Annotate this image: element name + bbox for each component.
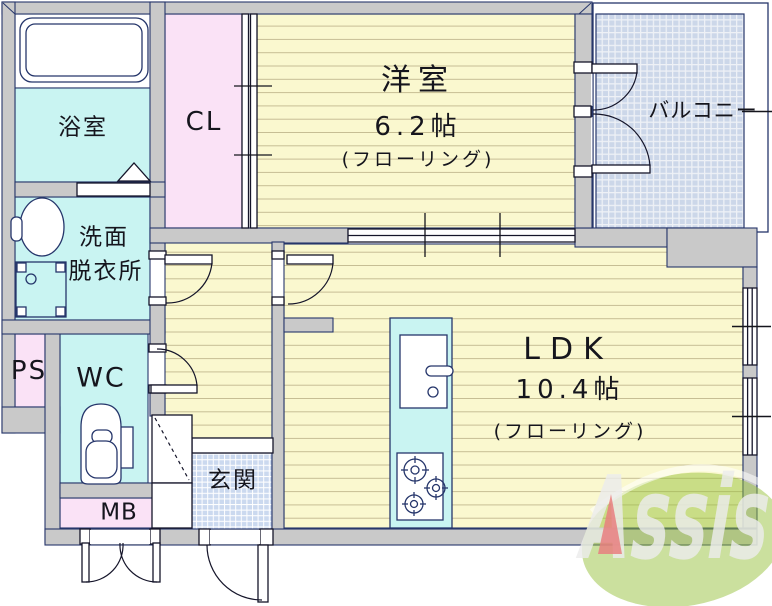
balcony-door-leaf <box>591 63 638 74</box>
faucet-icon <box>425 365 454 377</box>
hallway-floor <box>164 241 273 439</box>
label-balcony: バルコニー <box>648 98 758 123</box>
door-hinge <box>148 250 167 260</box>
toilet-icon <box>80 403 134 485</box>
entrance-door-leaf <box>257 544 269 603</box>
label-western-name: 洋室 <box>381 63 455 98</box>
ldk-door-arc <box>287 262 334 305</box>
bathtub-icon <box>19 17 149 83</box>
door-hinge <box>148 296 167 306</box>
entrance-tile-floor <box>191 452 273 531</box>
mb-door-arc <box>85 542 124 583</box>
mb-door-arc <box>119 542 158 583</box>
balcony-door-arc <box>592 71 638 111</box>
label-bathroom: 浴室 <box>58 114 108 141</box>
door-hinge <box>79 528 91 545</box>
door-hinge <box>149 528 161 545</box>
fixtures <box>10 17 454 529</box>
corner-miter <box>2 2 16 15</box>
closet-sliding-panel <box>249 13 258 229</box>
entrance-step <box>191 437 274 454</box>
watermark-leaf-vein <box>589 464 772 515</box>
ldk-door-leaf <box>286 254 334 265</box>
bathroom-floor <box>14 87 153 183</box>
watermark-logo: Assist <box>574 452 772 606</box>
door-hinge <box>198 528 211 546</box>
bathroom-door <box>76 182 151 197</box>
label-western-floor: (フローリング) <box>341 148 495 171</box>
washbasin-icon <box>10 197 65 257</box>
kitchen-counter <box>389 317 454 529</box>
washroom-door-leaf <box>164 254 213 265</box>
mb-door-opening <box>90 530 150 544</box>
washroom-door-arc <box>165 262 213 304</box>
entrance-door-opening <box>210 530 260 544</box>
label-entrance: 玄関 <box>208 467 258 494</box>
door-hinge <box>259 528 274 546</box>
wc-door-arc <box>156 348 198 387</box>
shoe-cabinet-diagonal <box>154 417 190 481</box>
watermark-text: Assist <box>574 452 772 586</box>
watermark-accent-triangle <box>598 494 622 554</box>
washing-machine-icon <box>15 261 67 318</box>
door-hinge <box>271 296 285 306</box>
balcony-door-hinge <box>573 105 592 118</box>
label-pipe-space: PS <box>10 356 48 386</box>
wc-door-leaf <box>150 384 198 394</box>
mb-door-leaf <box>152 542 161 583</box>
doors-and-windows <box>76 13 771 603</box>
entrance-door-arc <box>206 544 263 601</box>
door-hinge <box>271 250 285 260</box>
closet-sliding-panel <box>241 13 250 229</box>
corner-miter <box>578 2 592 15</box>
bathroom-door-triangle <box>116 162 152 182</box>
label-ldk-size: 10.4帖 <box>515 375 625 405</box>
label-washroom-2: 脱衣所 <box>68 258 144 285</box>
label-ldk-name: LDK <box>523 332 613 367</box>
western-room-floor <box>256 13 576 229</box>
label-meter-box: MB <box>100 499 138 526</box>
stove-icon <box>396 452 448 521</box>
label-ldk-floor: (フローリング) <box>493 420 647 443</box>
balcony-door-leaf <box>591 164 651 174</box>
balcony-door-opening-upper <box>591 73 593 106</box>
bathroom-tub-area <box>14 13 153 89</box>
label-western-size: 6.2帖 <box>374 112 462 142</box>
balcony <box>592 2 772 233</box>
balcony-door-opening-lower <box>591 117 593 165</box>
mb-door-leaf <box>81 542 90 583</box>
watermark-leaf <box>581 472 772 606</box>
label-closet: CL <box>185 107 223 137</box>
label-wc: WC <box>76 362 126 394</box>
balcony-door-hinge <box>573 61 593 74</box>
balcony-door-arc <box>592 113 651 167</box>
label-washroom-1: 洗面 <box>79 224 129 251</box>
balcony-door-hinge <box>573 165 593 178</box>
door-hinge <box>148 343 167 353</box>
entrance-cabinet-lower <box>151 482 193 529</box>
